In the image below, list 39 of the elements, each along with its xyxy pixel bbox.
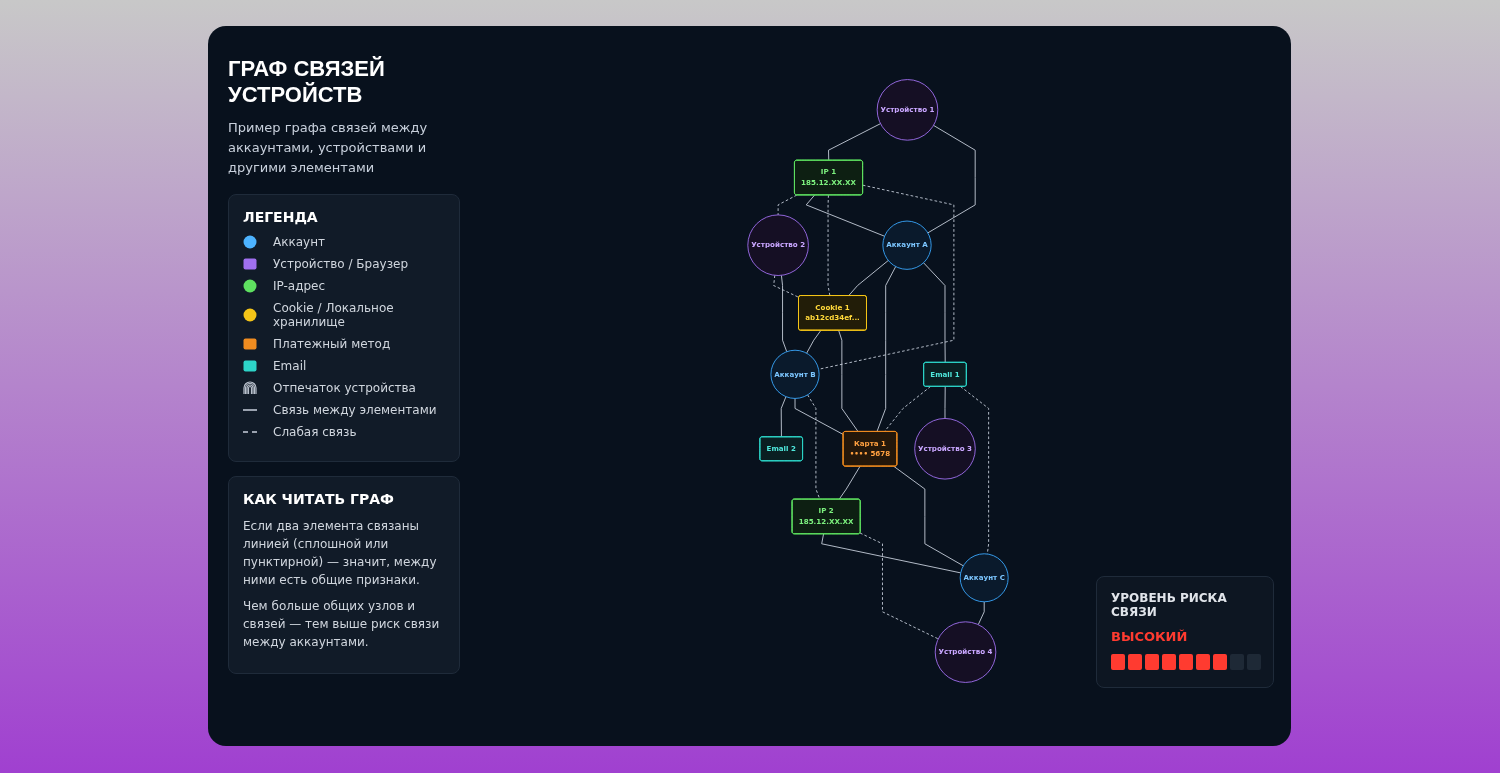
legend-text: Платежный метод (273, 337, 391, 351)
connector (773, 274, 800, 298)
connector (818, 184, 955, 370)
legend-text: Устройство / Браузер (273, 257, 409, 271)
paragraph: Если два элемента связаны линией (сплошной или пунктирной) — значит, между ними есть общие признаки. (243, 518, 438, 589)
connector (960, 386, 990, 555)
legend-text: Cookie / Локальное хранилище (273, 301, 395, 329)
connector (780, 396, 787, 438)
legend-text: Email (273, 359, 307, 373)
connector (838, 330, 859, 433)
panel-heading: КАК ЧИТАТЬ ГРАФ (243, 491, 395, 507)
risk-heading: УРОВЕНЬ РИСКА СВЯЗИ (1111, 591, 1228, 619)
legend-heading: ЛЕГЕНДА (243, 209, 319, 225)
connector (827, 194, 831, 297)
connector (876, 266, 897, 433)
connector (977, 601, 985, 626)
paragraph: Чем больше общих узлов и связей — тем выше риск связи между аккаунтами. (243, 598, 441, 651)
legend-text: IP-адрес (273, 279, 326, 293)
connector (848, 260, 889, 297)
connector (781, 274, 788, 353)
connector (944, 386, 946, 419)
risk-value: ВЫСОКИЙ (1111, 629, 1189, 644)
legend-text: Отпечаток устройства (273, 381, 416, 395)
connector (859, 532, 939, 640)
connector (893, 465, 964, 567)
connector (838, 465, 861, 500)
legend-text: Аккаунт (273, 235, 325, 249)
connector (821, 533, 962, 574)
subtitle: Пример графа связей между аккаунтами, устройствами и другими элементами (228, 119, 429, 177)
connector (927, 124, 976, 234)
connector (805, 194, 886, 237)
legend-text: Слабая связь (273, 425, 357, 439)
title: ГРАФ СВЯЗЕЙ УСТРОЙСТВ (228, 56, 386, 108)
connector (923, 262, 946, 363)
legend-text: Связь между элементами (273, 403, 437, 417)
connector (807, 394, 821, 500)
connector (794, 398, 844, 435)
connector (828, 123, 881, 161)
connector (806, 330, 822, 354)
